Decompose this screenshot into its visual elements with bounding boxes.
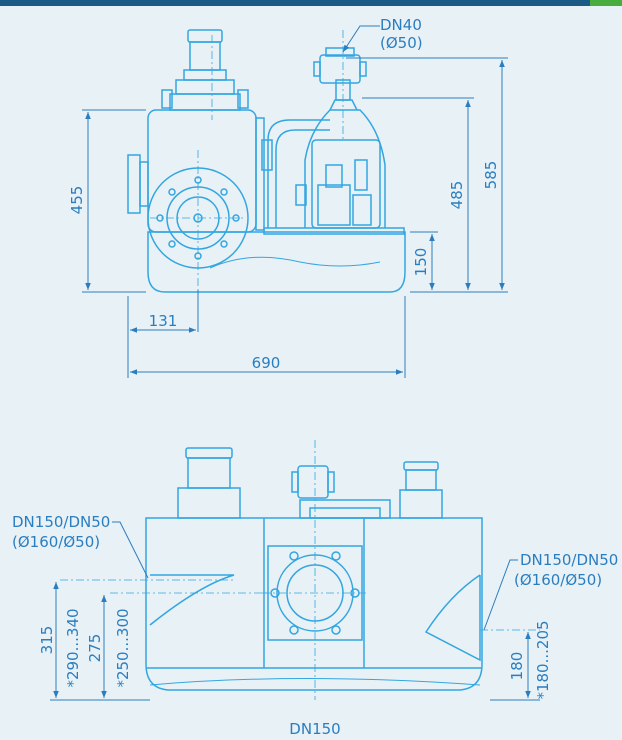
dim-180: 180 — [508, 652, 526, 681]
vent-pipe — [161, 29, 249, 111]
dim-150: 150 — [412, 248, 430, 277]
dim-180-205: *180...205 — [534, 620, 552, 699]
front-pump-top — [291, 465, 391, 519]
front-right-pipe — [399, 461, 443, 519]
callout-dn40-dia: (Ø50) — [380, 34, 423, 52]
dim-131: 131 — [149, 312, 178, 330]
header-bar — [0, 0, 622, 6]
pump-unit — [261, 47, 405, 235]
side-view-dimensions — [82, 25, 508, 378]
dim-250-300: *250...300 — [114, 608, 132, 687]
front-tank-body — [145, 517, 483, 691]
callout-dn40: DN40 — [380, 16, 422, 34]
dim-585: 585 — [482, 161, 500, 190]
tank-body — [147, 109, 257, 233]
dim-290-340: *290...340 — [64, 608, 82, 687]
outlet-label: DN150 — [289, 720, 340, 738]
front-left-pipe — [177, 447, 241, 519]
header-accent — [590, 0, 622, 6]
callout-right-dn: DN150/DN50 — [520, 551, 618, 569]
dim-315: 315 — [38, 626, 56, 655]
callout-left-dn: DN150/DN50 — [12, 513, 110, 531]
dim-455: 455 — [68, 186, 86, 215]
tank-base — [147, 231, 406, 293]
front-view-dimensions — [50, 521, 540, 701]
side-flange — [127, 154, 141, 214]
dim-275: 275 — [86, 634, 104, 663]
side-view — [127, 29, 406, 293]
left-inlet-wedge — [149, 574, 235, 626]
callout-right-dia: (Ø160/Ø50) — [514, 571, 602, 589]
callout-left-dia: (Ø160/Ø50) — [12, 533, 100, 551]
dim-485: 485 — [448, 181, 466, 210]
dim-690: 690 — [252, 354, 281, 372]
front-view — [60, 440, 540, 700]
right-inlet-wedge — [424, 574, 481, 662]
